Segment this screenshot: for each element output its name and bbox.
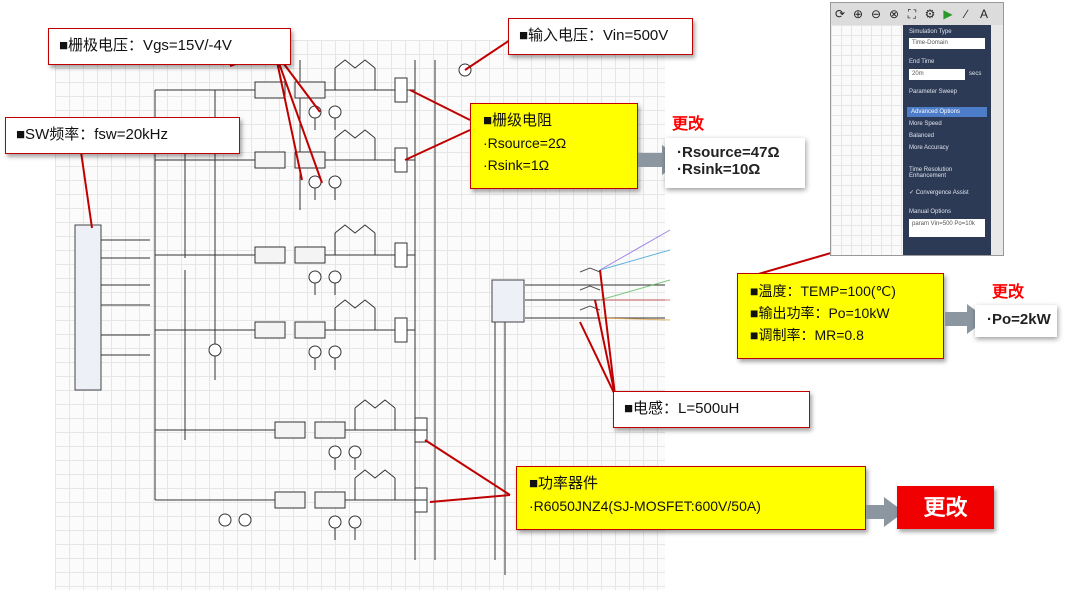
conditions-result: ·Po=2kW xyxy=(975,305,1057,337)
rsink-new-value: ·Rsink=10Ω xyxy=(677,161,761,178)
resistor xyxy=(334,299,376,309)
resistor xyxy=(354,399,396,409)
conditions-change-label: 更改 xyxy=(992,284,1025,301)
source xyxy=(328,515,342,529)
source xyxy=(328,270,342,284)
power-device-callout: ■功率器件 ·R6050JNZ4(SJ-MOSFET:600V/50A) xyxy=(516,466,866,530)
gate-voltage-text: ■栅极电压：Vgs=15V/-4V xyxy=(59,37,232,54)
source xyxy=(328,445,342,459)
driver-block xyxy=(314,421,346,439)
input-voltage-callout: ■输入电压：Vin=500V xyxy=(508,18,693,55)
gate-resistor-change-label: 更改 xyxy=(672,116,705,133)
run-icon[interactable]: ▶ xyxy=(943,7,953,21)
driver-block xyxy=(254,246,286,264)
sw-frequency-text: ■SW频率：fsw=20kHz xyxy=(16,126,168,143)
resistor xyxy=(334,224,376,234)
driver-block xyxy=(294,321,326,339)
driver-block xyxy=(314,491,346,509)
source xyxy=(308,345,322,359)
gate-resistor-callout: ■栅级电阻 ·Rsource=2Ω ·Rsink=1Ω xyxy=(470,103,638,189)
power-device-arrow-icon xyxy=(866,497,904,527)
more-speed-option[interactable]: More Speed xyxy=(909,121,942,127)
resistor xyxy=(354,469,396,479)
mosfet xyxy=(394,77,408,103)
resistor xyxy=(334,59,376,69)
inductor-callout: ■电感：L=500uH xyxy=(613,391,810,428)
source xyxy=(328,105,342,119)
sim-schematic-preview xyxy=(831,25,903,255)
simulation-settings-panel: ⟳ ⊕ ⊖ ⊗ ⛶ ⚙ ▶ ∕ A Simulation Type Time-D… xyxy=(830,2,1004,256)
end-time-unit: secs xyxy=(969,71,982,77)
end-time-label: End Time xyxy=(909,59,935,65)
sim-scrollbar[interactable] xyxy=(991,25,1003,255)
fit-frame-icon[interactable]: ⛶ xyxy=(907,7,917,21)
source xyxy=(238,513,252,527)
power-device-change-banner: 更改 xyxy=(897,486,994,529)
gate-resistor-result: ·Rsource=47Ω ·Rsink=10Ω xyxy=(665,138,805,188)
mosfet xyxy=(394,242,408,268)
advanced-options-header[interactable]: Advanced Options xyxy=(907,107,987,117)
source xyxy=(328,345,342,359)
convergence-assist-option[interactable]: ✓ Convergence Assist xyxy=(909,190,969,196)
manual-options-label: Manual Options xyxy=(909,209,952,215)
zoom-fit-icon[interactable]: ⊗ xyxy=(888,7,900,21)
sw-frequency-callout: ■SW频率：fsw=20kHz xyxy=(5,117,240,154)
input-voltage-text: ■输入电压：Vin=500V xyxy=(519,27,669,44)
resistor xyxy=(334,129,376,139)
output-power-value: ■输出功率：Po=10kW xyxy=(750,305,890,321)
driver-block xyxy=(254,81,286,99)
source xyxy=(328,175,342,189)
gate-voltage-callout: ■栅极电压：Vgs=15V/-4V xyxy=(48,28,291,65)
time-resolution-option[interactable]: Time Resolution Enhancement xyxy=(909,167,953,179)
manual-options-textarea[interactable]: param Vin=500 Po=10k xyxy=(909,219,985,237)
rsource-new-value: ·Rsource=47Ω xyxy=(677,144,780,161)
driver-block xyxy=(254,151,286,169)
rsource-value: ·Rsource=2Ω xyxy=(483,135,567,151)
power-device-title: ■功率器件 xyxy=(529,475,599,492)
sim-toolbar: ⟳ ⊕ ⊖ ⊗ ⛶ ⚙ ▶ ∕ A xyxy=(831,3,1003,26)
rsink-value: ·Rsink=1Ω xyxy=(483,157,550,173)
end-time-input[interactable]: 20m xyxy=(909,69,965,80)
output-power-new-value: ·Po=2kW xyxy=(987,311,1051,328)
source xyxy=(348,445,362,459)
inductor-text: ■电感：L=500uH xyxy=(624,400,740,417)
wire-icon[interactable]: ∕ xyxy=(964,7,967,21)
parameter-sweep-option[interactable]: Parameter Sweep xyxy=(909,89,958,95)
text-tool-icon[interactable]: A xyxy=(979,7,988,21)
driver-block xyxy=(274,491,306,509)
sim-type-select[interactable]: Time-Domain xyxy=(909,38,985,49)
mosfet xyxy=(394,317,408,343)
balanced-option[interactable]: Balanced xyxy=(909,133,935,139)
driver-block xyxy=(254,321,286,339)
source xyxy=(308,270,322,284)
more-accuracy-option[interactable]: More Accuracy xyxy=(909,145,949,151)
driver-block xyxy=(294,246,326,264)
conditions-callout: ■温度：TEMP=100(℃) ■输出功率：Po=10kW ■调制率：MR=0.… xyxy=(737,273,944,359)
gear-icon[interactable]: ⚙ xyxy=(924,7,936,21)
source xyxy=(218,513,232,527)
modulation-ratio-value: ■调制率：MR=0.8 xyxy=(750,327,864,343)
gate-resistor-title: ■栅级电阻 xyxy=(483,112,553,129)
sim-options-panel: Simulation Type Time-Domain End Time 20m… xyxy=(903,25,991,255)
power-device-part: ·R6050JNZ4(SJ-MOSFET:600V/50A) xyxy=(529,498,761,514)
refresh-icon[interactable]: ⟳ xyxy=(834,7,846,21)
zoom-out-icon[interactable]: ⊖ xyxy=(870,7,882,21)
sim-type-label: Simulation Type xyxy=(909,29,952,35)
zoom-in-icon[interactable]: ⊕ xyxy=(852,7,864,21)
temperature-value: ■温度：TEMP=100(℃) xyxy=(750,283,896,299)
source xyxy=(348,515,362,529)
driver-block xyxy=(274,421,306,439)
source xyxy=(208,343,222,357)
